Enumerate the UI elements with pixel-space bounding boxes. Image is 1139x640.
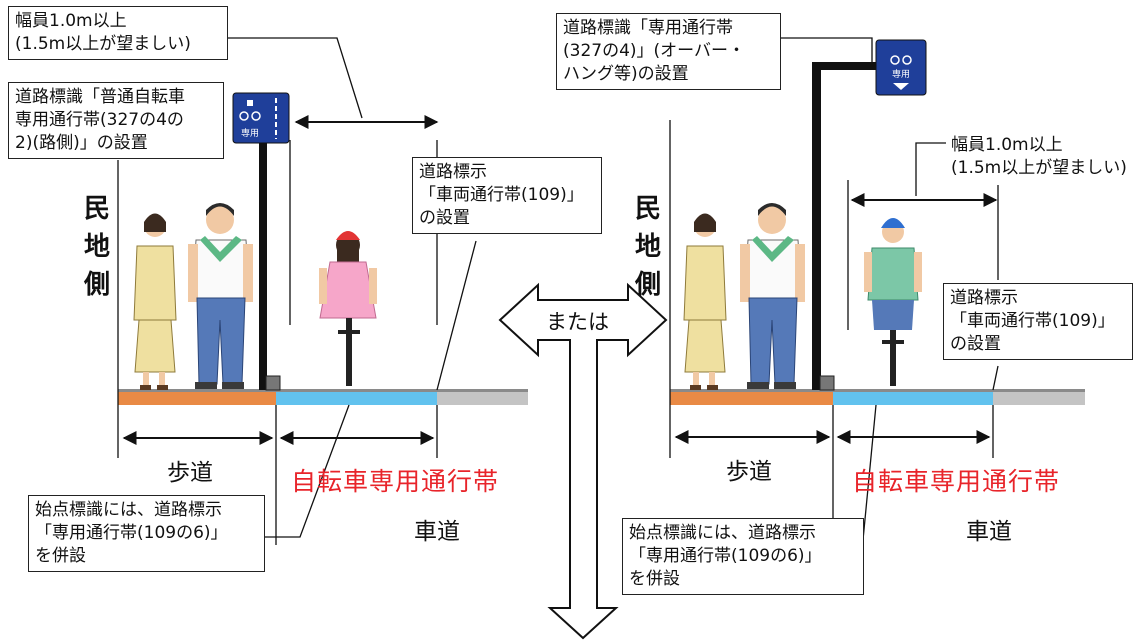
left-bike-lane-strip — [276, 392, 437, 405]
right-sign-pole — [812, 62, 821, 390]
left-side-label: 民地側 — [83, 194, 110, 300]
pedestrian-man-figure — [740, 203, 805, 389]
right-start-note: 始点標識には、道路標示 「専用通行帯(109の6)」 を併設 — [622, 518, 864, 595]
right-panel: 専用 — [669, 37, 1085, 541]
right-width-note: 幅員1.0m以上 (1.5m以上が望ましい) — [945, 131, 1133, 183]
left-start-note: 始点標識には、道路標示 「専用通行帯(109の6)」 を併設 — [28, 495, 265, 572]
note-line: 専用通行帯(327の4の — [15, 110, 184, 130]
note-line: 道路標示 — [419, 162, 487, 182]
note-line: 2)(路側)」の設置 — [15, 133, 148, 153]
right-sign-leader — [780, 37, 873, 62]
right-road-edge — [670, 389, 1085, 392]
pedestrian-man-figure — [188, 203, 253, 389]
right-roadway-strip — [993, 392, 1085, 405]
note-line: 幅員1.0m以上 — [951, 135, 1063, 155]
left-sidewalk-strip — [118, 392, 276, 405]
double-arrow-icon — [498, 282, 668, 358]
note-line: を併設 — [629, 569, 680, 589]
note-line: の設置 — [950, 334, 1001, 354]
left-roadway-label: 車道 — [414, 519, 460, 545]
right-side-label: 民地側 — [634, 194, 661, 300]
down-arrow-icon — [547, 340, 619, 640]
left-panel: 専用 — [117, 37, 528, 545]
left-sign-text: 専用 — [241, 127, 259, 139]
left-sidewalk-label: 歩道 — [167, 460, 213, 486]
right-marking-note: 道路標示 「車両通行帯(109)」 の設置 — [943, 283, 1133, 360]
left-pole-base — [265, 375, 281, 391]
note-line: ハング等)の設置 — [563, 64, 689, 84]
right-overhang-arm — [812, 62, 877, 70]
right-sidewalk-strip — [670, 392, 833, 405]
cyclist-figure — [864, 218, 922, 386]
note-line: 「専用通行帯(109の6)」 — [35, 523, 228, 543]
pedestrian-woman-figure — [683, 213, 727, 390]
right-start-leader — [862, 404, 877, 541]
note-line: 道路標識「専用通行帯 — [563, 18, 733, 38]
down-arrow-icon — [893, 83, 909, 90]
bicycle-icon — [890, 55, 900, 65]
note-line: (1.5m以上が望ましい) — [15, 34, 191, 54]
bicycle-icon — [247, 100, 253, 106]
right-roadway-label: 車道 — [966, 519, 1012, 545]
note-line: 始点標識には、道路標示 — [35, 500, 222, 520]
left-sign-pole — [259, 140, 267, 390]
center-arrows — [498, 282, 668, 640]
right-pole-base — [819, 375, 835, 391]
bicycle-icon — [251, 111, 261, 121]
left-start-leader — [264, 404, 350, 538]
right-sign-text: 専用 — [892, 68, 910, 80]
note-line: (1.5m以上が望ましい) — [951, 158, 1127, 178]
left-roadway-strip — [437, 392, 528, 405]
left-width-note: 幅員1.0m以上 (1.5m以上が望ましい) — [8, 6, 228, 60]
center-or-label: または — [546, 310, 609, 334]
note-line: (327の4)」(オーバー・ — [563, 41, 745, 61]
right-width-leader — [915, 142, 946, 196]
right-bike-lane-strip — [833, 392, 993, 405]
right-overhang-sign — [875, 39, 927, 96]
note-line: 始点標識には、道路標示 — [629, 523, 816, 543]
note-line: 「車両通行帯(109)」 — [419, 185, 584, 205]
bicycle-icon — [902, 55, 912, 65]
note-line: の設置 — [419, 208, 470, 228]
note-line: 幅員1.0m以上 — [15, 11, 127, 31]
left-bike-lane-label: 自転車専用通行帯 — [291, 467, 500, 496]
left-marking-leader — [436, 240, 477, 391]
left-marking-note: 道路標示 「車両通行帯(109)」 の設置 — [412, 157, 602, 234]
bicycle-icon — [239, 111, 249, 121]
right-sidewalk-label: 歩道 — [726, 459, 772, 485]
note-line: 「車両通行帯(109)」 — [950, 311, 1115, 331]
note-line: 道路標識「普通自転車 — [15, 87, 185, 107]
right-bike-lane-label: 自転車専用通行帯 — [852, 467, 1061, 496]
cyclist-figure — [319, 231, 377, 386]
right-sign-note: 道路標識「専用通行帯 (327の4)」(オーバー・ ハング等)の設置 — [556, 13, 781, 90]
pedestrian-woman-figure — [133, 213, 177, 390]
note-line: を併設 — [35, 546, 86, 566]
left-width-leader — [227, 37, 363, 119]
right-marking-leader — [992, 365, 999, 391]
left-road-edge — [118, 389, 528, 392]
left-sign-note: 道路標識「普通自転車 専用通行帯(327の4の 2)(路側)」の設置 — [8, 82, 224, 159]
note-line: 「専用通行帯(109の6)」 — [629, 546, 822, 566]
note-line: 道路標示 — [950, 288, 1018, 308]
